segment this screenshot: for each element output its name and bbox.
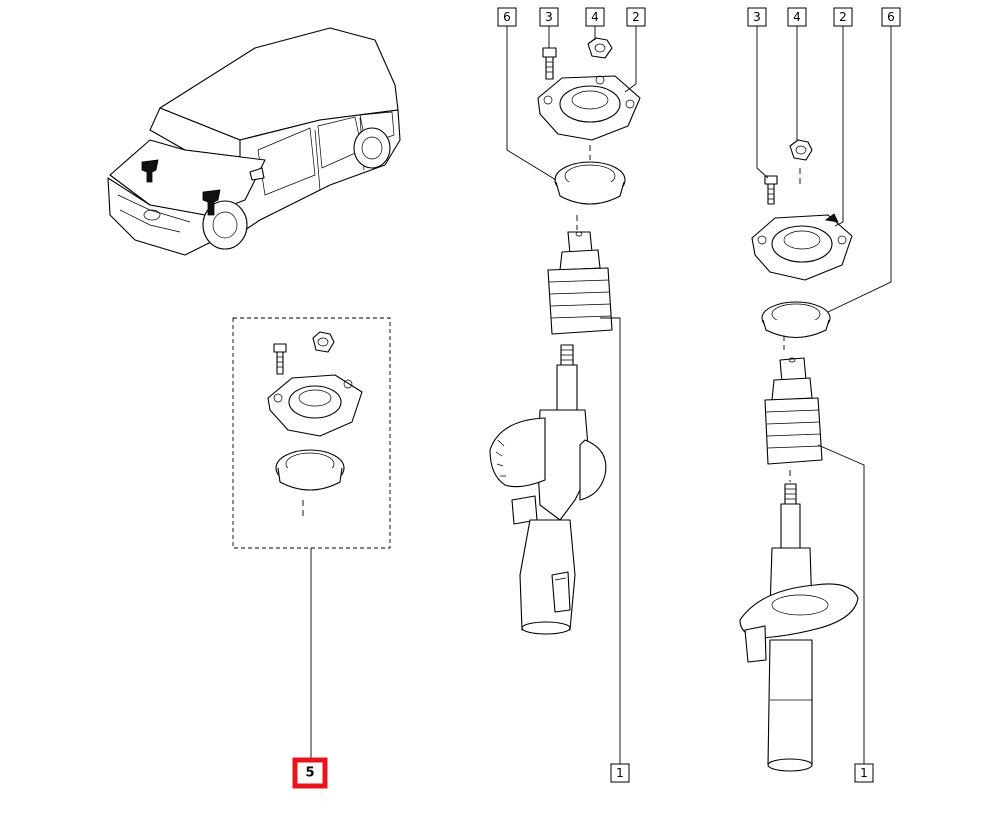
callout-left-bolt: 3 — [539, 7, 559, 27]
right-strut-assembly — [739, 139, 859, 772]
callout-right-mount: 2 — [833, 7, 853, 27]
callout-right-bolt-label: 3 — [753, 10, 761, 24]
right-mount — [751, 213, 853, 281]
callout-kit-label: 5 — [305, 766, 314, 781]
right-nut — [789, 139, 813, 161]
callout-right-bearing-label: 6 — [887, 10, 895, 24]
callout-left-strut: 1 — [610, 763, 630, 783]
right-strut — [739, 547, 859, 772]
callout-left-mount-label: 2 — [632, 10, 640, 24]
right-bolt — [764, 175, 778, 205]
kit-bolt — [273, 343, 287, 375]
left-rod — [556, 344, 578, 411]
left-strut — [489, 409, 607, 635]
kit-mount — [267, 374, 363, 437]
left-bearing — [554, 161, 626, 205]
callout-right-strut-label: 1 — [860, 766, 868, 780]
left-mount — [537, 75, 641, 141]
car-illustration — [107, 27, 401, 256]
kit-bearing — [275, 449, 345, 491]
left-bolt — [542, 47, 557, 80]
left-strut-assembly — [489, 37, 641, 635]
callout-right-strut: 1 — [854, 763, 874, 783]
kit-nut — [312, 331, 335, 353]
callout-left-bearing: 6 — [497, 7, 517, 27]
callout-left-nut-label: 4 — [591, 10, 599, 24]
callout-right-mount-label: 2 — [839, 10, 847, 24]
callout-left-strut-label: 1 — [616, 766, 624, 780]
left-boot — [547, 231, 613, 335]
right-rod — [780, 483, 801, 550]
callout-left-mount: 2 — [626, 7, 646, 27]
right-boot — [764, 357, 823, 465]
kit-group — [232, 317, 391, 549]
leader-lines — [310, 26, 892, 764]
callout-right-bolt: 3 — [747, 7, 767, 27]
callout-left-nut: 4 — [585, 7, 605, 27]
callout-left-bolt-label: 3 — [545, 10, 553, 24]
right-bearing — [761, 301, 831, 338]
callout-right-bearing: 6 — [881, 7, 901, 27]
callout-right-nut: 4 — [787, 7, 807, 27]
callout-kit[interactable]: 5 — [292, 757, 328, 789]
callout-right-nut-label: 4 — [793, 10, 801, 24]
callout-left-bearing-label: 6 — [503, 10, 511, 24]
left-nut — [587, 37, 613, 59]
